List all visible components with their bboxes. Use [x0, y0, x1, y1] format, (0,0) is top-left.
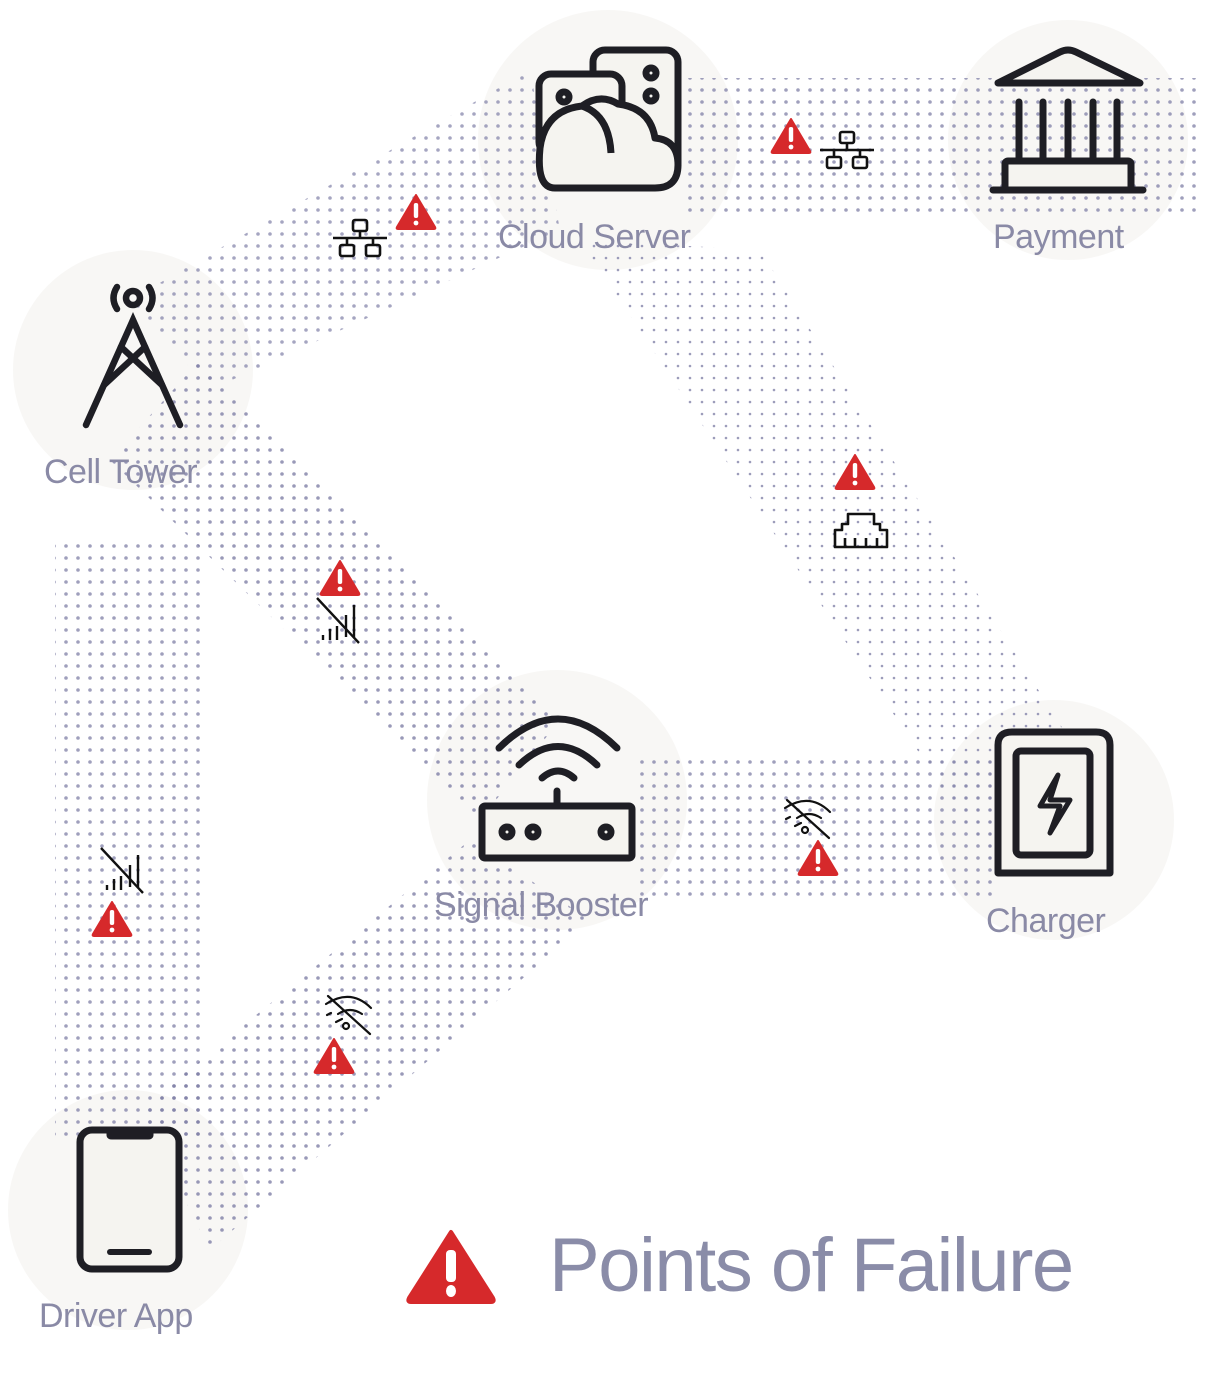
failure-marker-cloud-charger[interactable] — [833, 454, 889, 549]
legend-label: Points of Failure — [549, 1223, 1074, 1308]
node-label-cell-tower: Cell Tower — [44, 453, 198, 491]
connection-tower-cloud — [130, 70, 560, 390]
legend: Points of Failure — [405, 1223, 1074, 1308]
cell-tower-icon — [82, 283, 184, 429]
router-icon — [478, 715, 636, 862]
node-label-driver-app: Driver App — [39, 1297, 193, 1335]
node-label-charger: Charger — [986, 902, 1106, 940]
charger-icon — [994, 728, 1114, 877]
bank-icon — [989, 46, 1147, 194]
warning-triangle-icon — [406, 1230, 496, 1304]
node-label-signal-booster: Signal Booster — [434, 886, 649, 924]
connection-booster-driver — [140, 840, 590, 1250]
connection-tower-driver — [55, 540, 205, 1140]
cloud-server-icon — [535, 46, 682, 192]
node-label-cloud-server: Cloud Server — [498, 218, 691, 256]
ethernet-port-icon — [833, 512, 889, 549]
node-label-payment: Payment — [993, 218, 1124, 256]
connection-cloud-charger — [580, 240, 1070, 860]
smartphone-icon — [76, 1126, 183, 1273]
connection-cloud-payment — [680, 78, 1200, 218]
